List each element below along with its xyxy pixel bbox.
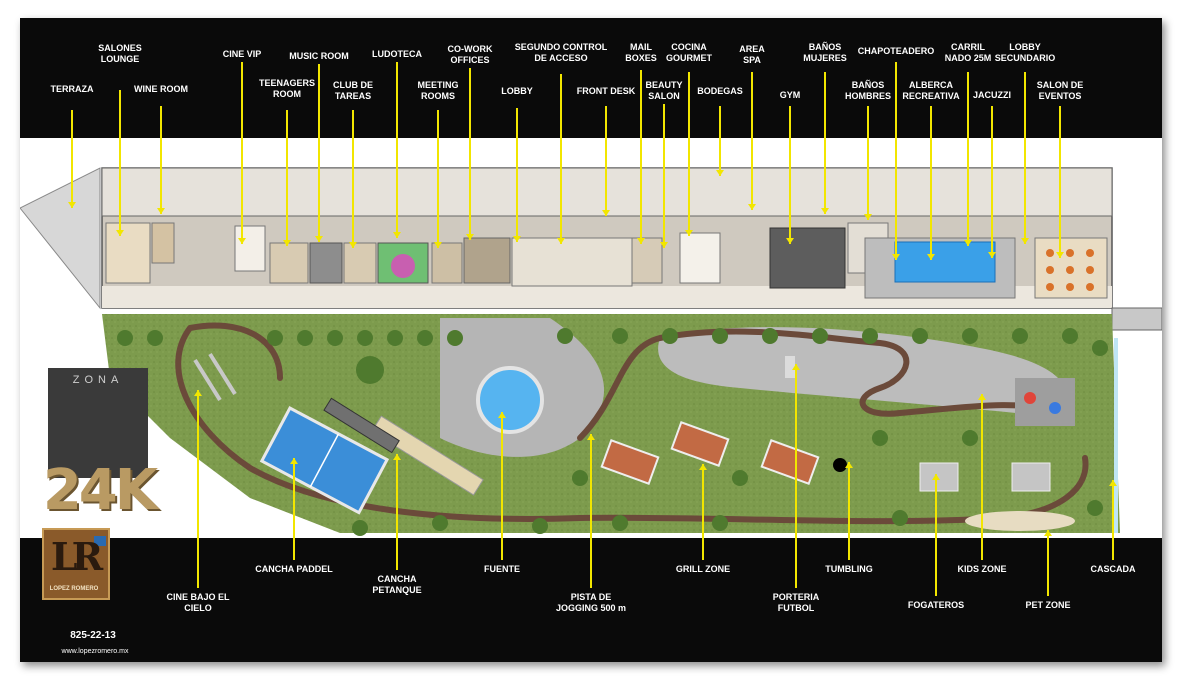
label-segundo-control: SEGUNDO CONTROL DE ACCESO [514, 42, 608, 63]
right-wing [1111, 307, 1162, 331]
cinema-screen [323, 397, 400, 454]
label-music-room: MUSIC ROOM [289, 51, 349, 61]
room-salones [105, 222, 151, 284]
room-music [309, 242, 343, 284]
room-meeting [431, 242, 463, 284]
label-area-spa: AREA SPA [739, 44, 765, 65]
label-carril-nado: CARRIL NADO 25M [944, 42, 992, 63]
kids-play-area [1015, 378, 1075, 426]
fire-pit-2 [1011, 462, 1051, 492]
room-gym [769, 227, 846, 289]
label-banos-mujeres: BAÑOS MUJERES [803, 42, 847, 63]
label-mail-boxes: MAIL BOXES [625, 42, 657, 63]
label-grill-zone: GRILL ZONE [675, 564, 731, 574]
label-bodegas: BODEGAS [697, 86, 743, 96]
pet-zone-sand [965, 511, 1075, 531]
label-lobby-secundario: LOBBY SECUNDARIO [994, 42, 1056, 63]
label-salon-de-eventos: SALON DE EVENTOS [1036, 80, 1084, 101]
label-porteria-futbol: PORTERIA FUTBOL [772, 592, 820, 613]
label-salones-lounge: SALONES LOUNGE [98, 43, 142, 64]
amenities-map: TERRAZA SALONES LOUNGE WINE ROOM CINE VIP TE… [20, 18, 1162, 662]
zona-panel [48, 368, 148, 478]
label-meeting-rooms: MEETING ROOMS [417, 80, 459, 101]
east-plaza [658, 327, 1068, 418]
cascada-edge [1114, 338, 1118, 533]
label-lobby: LOBBY [501, 86, 533, 96]
label-cine-bajo-el-cielo: CINE BAJO EL CIELO [166, 592, 230, 613]
kids-slide [1024, 392, 1036, 404]
label-tumbling: TUMBLING [825, 564, 873, 574]
label-front-desk: FRONT DESK [576, 86, 636, 96]
room-wine [151, 222, 175, 264]
phone-number: 825-22-13 [70, 630, 116, 641]
zona-text: ZONA [72, 374, 124, 386]
outdoor-cinema-benches [193, 352, 237, 402]
label-ludoteca: LUDOTECA [372, 49, 422, 59]
label-pista-jogging: PISTA DE JOGGING 500 m [555, 592, 627, 613]
room-cowork [463, 237, 511, 284]
grill-zone-pads [600, 421, 820, 485]
ludoteca-play-mat [391, 254, 415, 278]
pool-water [894, 241, 996, 283]
label-cocina-gourmet: COCINA GOURMET [666, 42, 712, 63]
label-jacuzzi: JACUZZI [973, 90, 1011, 100]
label-teenagers-room: TEENAGERS ROOM [258, 78, 316, 99]
padel-court [259, 406, 390, 515]
petanque-court [371, 415, 484, 496]
soccer-goal [785, 356, 795, 378]
building-corridor [102, 286, 1112, 308]
website[interactable]: www.lopezromero.mx [61, 648, 129, 655]
label-banos-hombres: BAÑOS HOMBRES [844, 80, 892, 101]
logo-letters: LR [50, 534, 103, 579]
brand-24k: 24K [42, 458, 158, 523]
logo-name: LOPEZ ROMERO [49, 586, 99, 592]
label-terraza: TERRAZA [50, 84, 94, 94]
logo-badge-icon [94, 536, 106, 546]
garden-trees [117, 328, 1108, 536]
building-walls-top [101, 167, 1113, 217]
room-cocina [679, 232, 721, 284]
kids-swing [1049, 402, 1061, 414]
label-co-work-offices: CO-WORK OFFICES [447, 44, 493, 65]
fountain [476, 366, 544, 434]
label-cancha-paddel: CANCHA PADDEL [255, 564, 333, 574]
label-alberca-recreativa: ALBERCA RECREATIVA [902, 80, 960, 101]
label-fuente: FUENTE [484, 564, 520, 574]
label-beauty-salon: BEAUTY SALON [645, 80, 683, 101]
label-pet-zone: PET ZONE [1025, 600, 1071, 610]
label-cancha-petanque: CANCHA PETANQUE [372, 574, 422, 595]
fire-pit-1 [919, 462, 959, 492]
label-gym: GYM [779, 90, 801, 100]
label-cine-vip: CINE VIP [222, 49, 262, 59]
room-lobby [511, 237, 633, 287]
room-cine-vip [234, 225, 266, 272]
label-wine-room: WINE ROOM [134, 84, 188, 94]
label-kids-zone: KIDS ZONE [957, 564, 1007, 574]
label-cascada: CASCADA [1090, 564, 1136, 574]
label-club-de-tareas: CLUB DE TAREAS [333, 80, 373, 101]
event-tables [1046, 249, 1094, 291]
room-teenagers [269, 242, 309, 284]
label-chapoteadero: CHAPOTEADERO [857, 46, 935, 56]
label-fogateros: FOGATEROS [907, 600, 965, 610]
terraza-area [20, 167, 101, 310]
room-tareas [343, 242, 377, 284]
site-plan [20, 138, 1162, 538]
tumbling-marker [833, 458, 847, 472]
room-mail [631, 237, 663, 284]
